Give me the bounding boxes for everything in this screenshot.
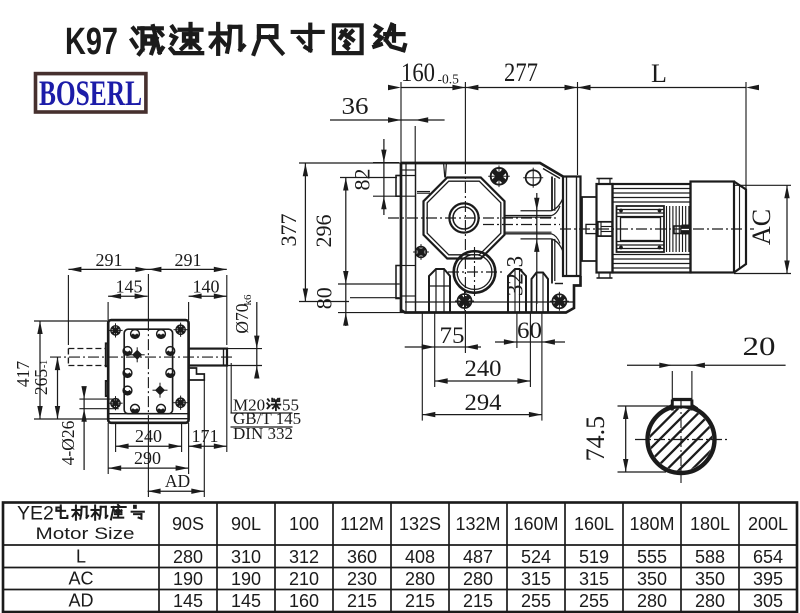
svg-text:315: 315 [579, 569, 609, 589]
svg-text:350: 350 [637, 569, 667, 589]
svg-text:DIN 332: DIN 332 [233, 424, 293, 443]
svg-text:240: 240 [465, 356, 502, 381]
svg-text:395: 395 [753, 569, 783, 589]
svg-text:112M: 112M [340, 514, 384, 534]
svg-text:K97: K97 [65, 21, 118, 63]
svg-text:180M: 180M [629, 514, 674, 534]
svg-text:AC: AC [68, 569, 93, 589]
svg-text:90S: 90S [172, 514, 204, 534]
svg-text:255: 255 [579, 591, 609, 611]
svg-text:265: 265 [31, 369, 51, 396]
svg-text:215: 215 [405, 591, 435, 611]
svg-text:145: 145 [231, 591, 261, 611]
svg-text:305: 305 [753, 591, 783, 611]
svg-text:75: 75 [440, 323, 465, 348]
svg-text:230: 230 [347, 569, 377, 589]
svg-text:280: 280 [405, 569, 435, 589]
svg-text:36: 36 [342, 94, 369, 120]
svg-text:k6: k6 [242, 294, 254, 306]
svg-text:Ø70: Ø70 [232, 303, 252, 333]
svg-text:160: 160 [289, 591, 319, 611]
svg-text:310: 310 [231, 547, 261, 567]
svg-text:145: 145 [173, 591, 203, 611]
svg-text:L: L [651, 59, 667, 88]
svg-text:200L: 200L [748, 514, 788, 534]
svg-text:296: 296 [311, 215, 336, 248]
svg-text:555: 555 [637, 547, 667, 567]
svg-text:190: 190 [231, 569, 261, 589]
svg-text:AD: AD [165, 471, 190, 491]
svg-text:160M: 160M [513, 514, 558, 534]
svg-text:290: 290 [134, 448, 161, 468]
svg-text:280: 280 [463, 569, 493, 589]
svg-text:277: 277 [504, 58, 538, 87]
svg-text:GB/T 145: GB/T 145 [233, 409, 301, 428]
svg-text:190: 190 [173, 569, 203, 589]
svg-text:90L: 90L [231, 514, 261, 534]
svg-text:4-Ø26: 4-Ø26 [58, 420, 78, 465]
svg-text:74.5: 74.5 [581, 416, 610, 462]
svg-text:160: 160 [401, 58, 435, 87]
svg-text:360: 360 [347, 547, 377, 567]
svg-text:408: 408 [405, 547, 435, 567]
svg-text:315: 315 [521, 569, 551, 589]
svg-text:60: 60 [517, 318, 542, 343]
svg-text:180L: 180L [690, 514, 730, 534]
svg-text:255: 255 [521, 591, 551, 611]
svg-text:-1: -1 [39, 360, 50, 368]
svg-text:280: 280 [637, 591, 667, 611]
svg-text:AD: AD [68, 591, 93, 611]
svg-text:350: 350 [695, 569, 725, 589]
svg-text:-0.5: -0.5 [438, 72, 460, 87]
svg-text:291: 291 [96, 250, 123, 270]
svg-text:215: 215 [347, 591, 377, 611]
svg-text:654: 654 [753, 547, 783, 567]
svg-text:BOSERL: BOSERL [39, 73, 142, 113]
svg-text:210: 210 [289, 569, 319, 589]
svg-text:55: 55 [282, 396, 299, 415]
svg-text:32.3: 32.3 [503, 256, 528, 296]
svg-text:487: 487 [463, 547, 493, 567]
svg-text:AC: AC [747, 209, 776, 245]
svg-text:280: 280 [173, 547, 203, 567]
svg-text:291: 291 [175, 250, 202, 270]
svg-text:80: 80 [312, 287, 337, 309]
svg-text:Motor Size: Motor Size [36, 524, 135, 543]
svg-text:524: 524 [521, 547, 551, 567]
svg-text:L: L [76, 547, 86, 567]
svg-text:377: 377 [276, 214, 301, 247]
svg-text:240: 240 [135, 426, 162, 446]
svg-text:519: 519 [579, 547, 609, 567]
svg-text:171: 171 [192, 426, 219, 446]
svg-text:82: 82 [350, 169, 375, 191]
svg-text:YE2: YE2 [17, 503, 54, 525]
svg-text:417: 417 [13, 361, 33, 388]
svg-text:100: 100 [289, 514, 319, 534]
svg-text:312: 312 [289, 547, 319, 567]
svg-text:160L: 160L [574, 514, 614, 534]
svg-text:588: 588 [695, 547, 725, 567]
svg-text:140: 140 [193, 277, 220, 297]
svg-text:215: 215 [463, 591, 493, 611]
svg-text:M20: M20 [233, 396, 265, 415]
svg-text:145: 145 [116, 277, 143, 297]
svg-text:20: 20 [743, 332, 776, 361]
svg-text:132S: 132S [399, 514, 441, 534]
svg-text:294: 294 [465, 390, 503, 415]
svg-text:280: 280 [695, 591, 725, 611]
svg-text:132M: 132M [455, 514, 500, 534]
